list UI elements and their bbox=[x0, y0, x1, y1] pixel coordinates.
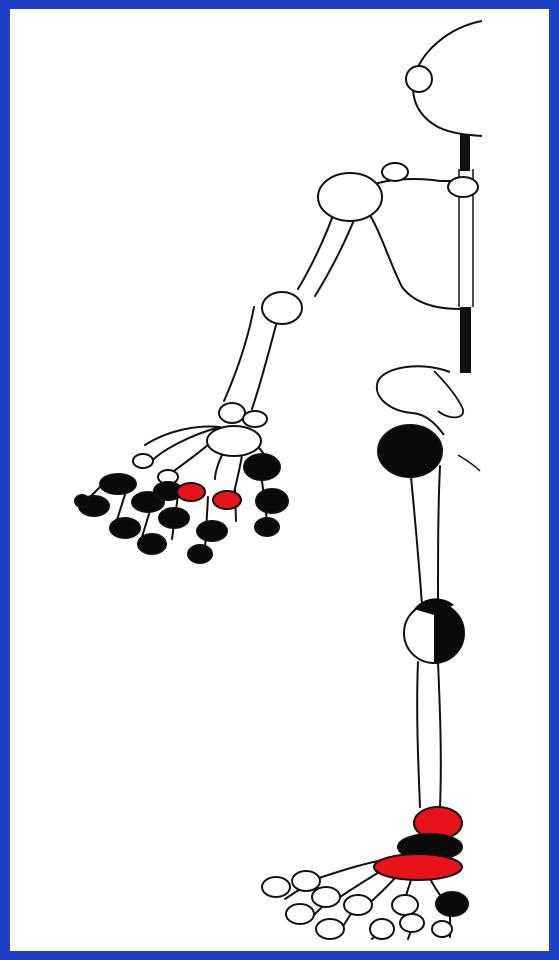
toe-joint-6 bbox=[344, 895, 372, 915]
figure-panel bbox=[10, 9, 549, 951]
toe-joint-1 bbox=[262, 877, 290, 897]
forearm-bone-radius bbox=[224, 307, 254, 401]
foot-joint-2 bbox=[436, 892, 468, 916]
toe-joint-7 bbox=[370, 919, 394, 939]
pip-joint-5 bbox=[256, 489, 288, 513]
dip-joint-2 bbox=[138, 534, 166, 554]
knee-joint bbox=[404, 598, 464, 663]
toe-joint-4 bbox=[312, 887, 340, 907]
toe-joint-8 bbox=[392, 895, 418, 915]
shoulder-joint bbox=[318, 173, 382, 221]
carpal-joint bbox=[207, 426, 261, 456]
pip-joint-4 bbox=[197, 521, 227, 541]
pip-joint-3 bbox=[159, 508, 189, 528]
mcp-joint-5 bbox=[213, 491, 241, 509]
dip-joint-1 bbox=[75, 495, 89, 507]
dip-joint-3 bbox=[188, 545, 212, 563]
mcp-joint-6 bbox=[244, 454, 280, 480]
wrist-joint-1 bbox=[219, 403, 245, 423]
pelvis-inner-outline bbox=[434, 371, 463, 417]
mcp-joint-4 bbox=[177, 483, 205, 501]
toe-joint-9 bbox=[400, 914, 424, 932]
tibia-bone bbox=[417, 662, 441, 807]
toe-joint-5 bbox=[316, 919, 344, 939]
sternoclavicular-joint bbox=[448, 177, 478, 197]
toe-joint-3 bbox=[286, 904, 314, 924]
wrist-carpal-open-1 bbox=[133, 454, 153, 468]
skeleton-diagram bbox=[10, 9, 549, 951]
dip-joint-4 bbox=[255, 518, 279, 536]
cervical-spine-bar bbox=[460, 135, 470, 171]
femur-bone bbox=[410, 466, 440, 605]
ankle-joint-red bbox=[374, 854, 462, 880]
toe-joint-10 bbox=[432, 921, 452, 937]
shoulder-joint-small bbox=[382, 163, 408, 181]
wrist-joint-2 bbox=[243, 411, 267, 427]
ribcage-outline bbox=[366, 209, 460, 309]
pip-joint-2 bbox=[110, 518, 140, 538]
mcp-joint-1 bbox=[100, 474, 136, 494]
forearm-bone-ulna bbox=[252, 325, 276, 409]
hip-socket-outline bbox=[458, 455, 480, 471]
neck-joint bbox=[406, 66, 432, 92]
elbow-joint bbox=[262, 292, 302, 324]
lumbar-spine-bar bbox=[460, 307, 471, 373]
toe-joint-2 bbox=[292, 871, 320, 891]
hip-joint bbox=[378, 425, 442, 477]
